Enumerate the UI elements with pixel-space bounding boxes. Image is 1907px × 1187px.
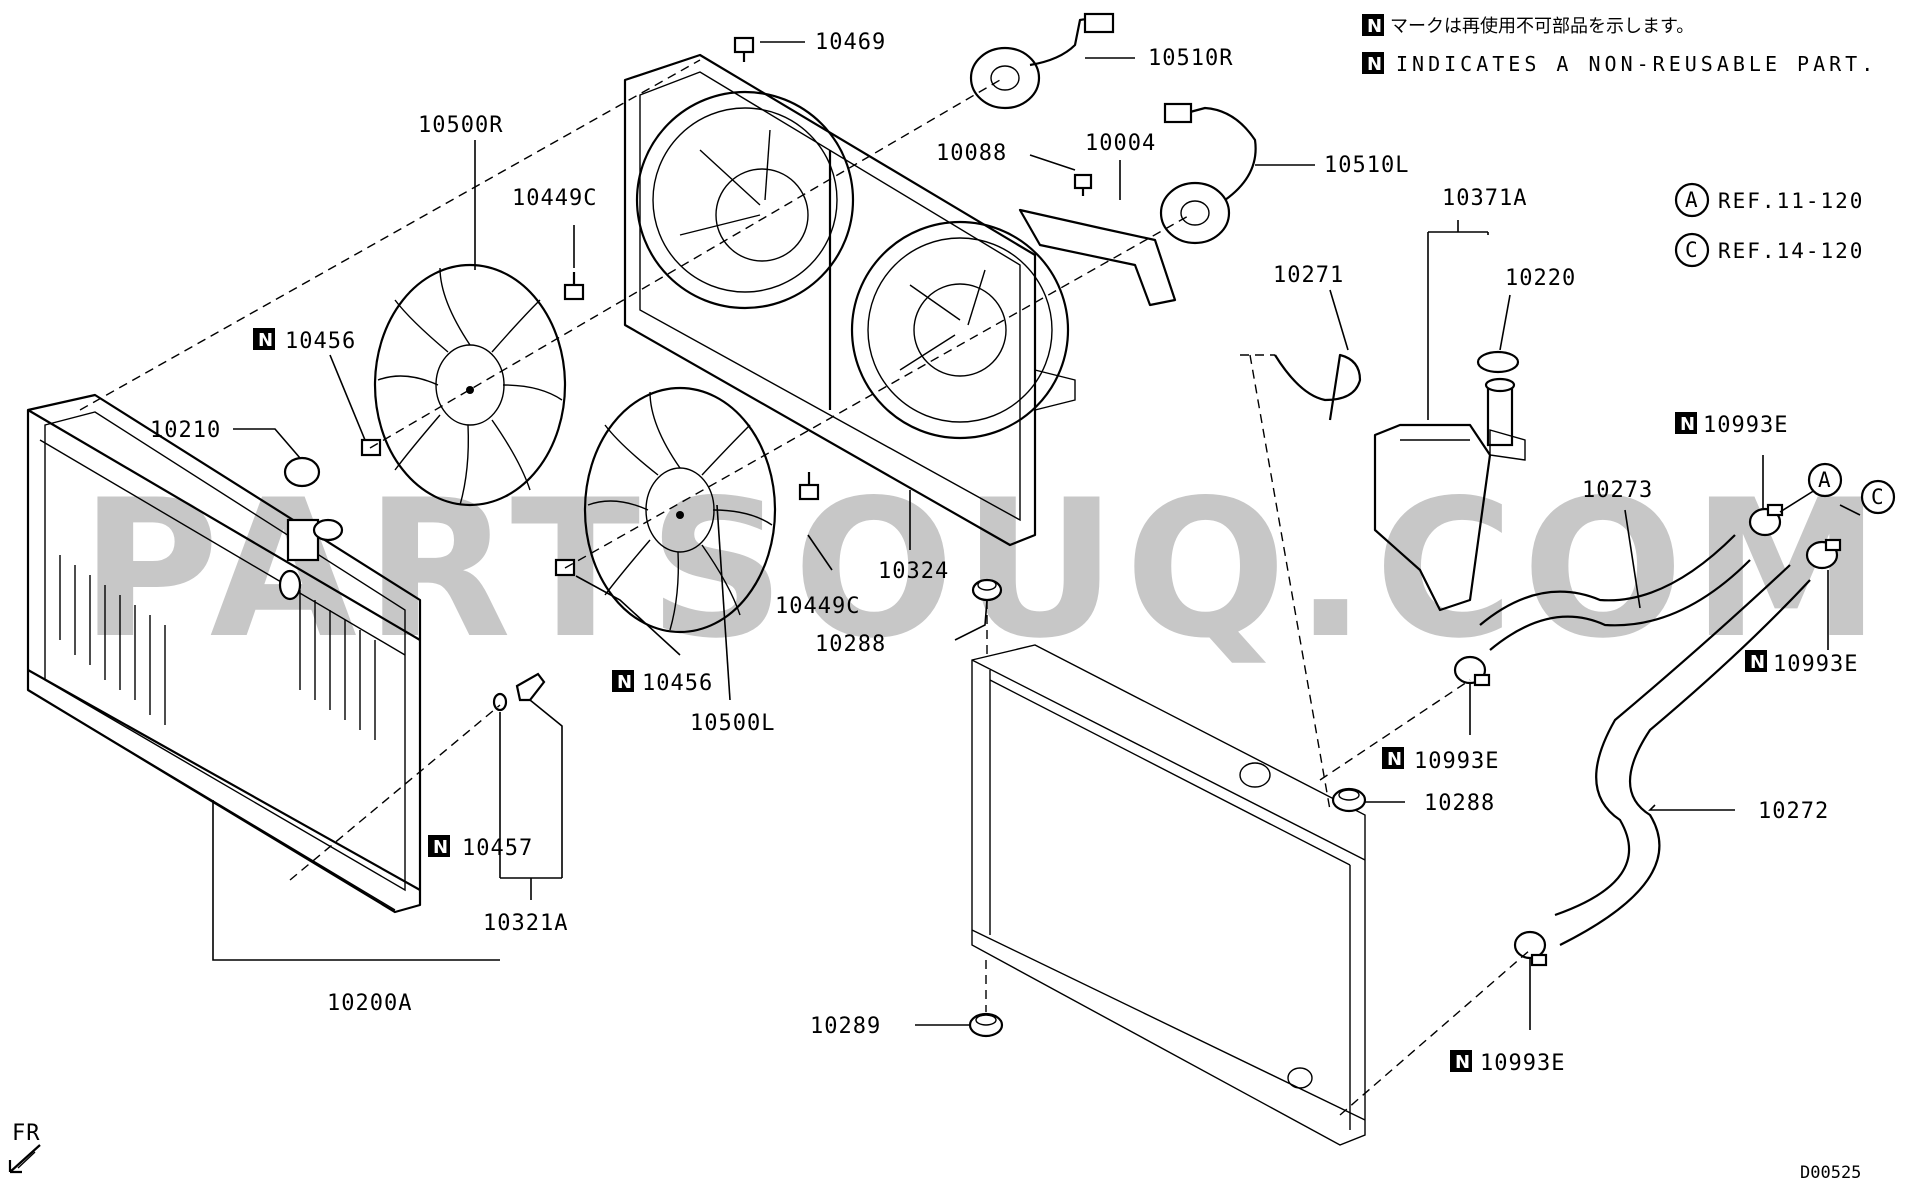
drain-plug: [492, 672, 546, 712]
legend-note-jp: N マークは再使用不可部品を示します。: [1362, 14, 1694, 37]
badge-10456-b: N: [612, 670, 634, 693]
callout-c: C: [1860, 479, 1896, 515]
assembly-lines: [79, 59, 1531, 1116]
label-10220: 10220: [1505, 266, 1576, 291]
label-10510l: 10510L: [1324, 153, 1409, 178]
label-10324: 10324: [878, 559, 949, 584]
cooling-fan-right: [373, 263, 567, 507]
hose-clamp-b: [1805, 538, 1842, 570]
bolt-10088: [1073, 173, 1093, 196]
svg-text:C: C: [1871, 485, 1886, 509]
label-10993e-c: 10993E: [1414, 749, 1499, 774]
grommet-10288-b: [1331, 787, 1367, 813]
reference-a: A REF.11-120: [1674, 182, 1864, 218]
label-10456-b: 10456: [642, 671, 713, 696]
label-10500r: 10500R: [418, 113, 503, 138]
svg-text:A: A: [1818, 468, 1833, 492]
bolt-10449c-b: [798, 472, 820, 501]
svg-text:マークは再使用不可部品を示します。: マークは再使用不可部品を示します。: [1390, 16, 1694, 37]
fan-bracket: [1018, 208, 1177, 307]
svg-text:N: N: [1367, 16, 1382, 37]
label-10288-b: 10288: [1424, 791, 1495, 816]
label-10289: 10289: [810, 1014, 881, 1039]
badge-10456-a: N: [253, 328, 275, 351]
svg-text:N: N: [1455, 1052, 1470, 1073]
svg-text:REF.14-120: REF.14-120: [1718, 239, 1864, 263]
badge-10993e-d: N: [1450, 1050, 1472, 1073]
fan-motor-right: [969, 12, 1115, 110]
label-10510r: 10510R: [1148, 46, 1233, 71]
hose-clamp-c: [1453, 655, 1491, 687]
callout-a: A: [1807, 462, 1843, 498]
grommet-10289: [968, 1012, 1004, 1038]
label-10210: 10210: [150, 418, 221, 443]
reference-c: C REF.14-120: [1674, 232, 1864, 268]
front-direction-marker: FR: [8, 1121, 41, 1174]
leader-lines: [212, 41, 1861, 1030]
badge-10457: N: [428, 835, 450, 858]
label-10371a: 10371A: [1442, 186, 1527, 211]
svg-text:N: N: [433, 837, 448, 858]
label-10449c-a: 10449C: [512, 186, 597, 211]
hose-clamp-a: [1748, 503, 1784, 537]
grommet-10288-a: [971, 578, 1003, 602]
label-10288-a: 10288: [815, 632, 886, 657]
badge-10993e-c: N: [1382, 747, 1404, 770]
watermark: PARTSOUQ.COM: [80, 459, 1889, 680]
label-10449c-b: 10449C: [775, 594, 860, 619]
label-10993e-d: 10993E: [1480, 1051, 1565, 1076]
svg-text:N: N: [617, 672, 632, 693]
lower-hose-10272: [1554, 564, 1811, 946]
svg-text:N: N: [1387, 749, 1402, 770]
label-10004: 10004: [1085, 131, 1156, 156]
svg-text:N: N: [1750, 652, 1765, 673]
reserve-tank: [1373, 377, 1526, 612]
legend-note-en: N INDICATES A NON-REUSABLE PART.: [1362, 52, 1877, 76]
svg-text:N: N: [1680, 414, 1695, 435]
svg-text:N: N: [258, 330, 273, 351]
svg-text:N: N: [1367, 54, 1382, 75]
label-10457: 10457: [462, 836, 533, 861]
label-10273: 10273: [1582, 478, 1653, 503]
fan-motor-left: [1159, 102, 1257, 245]
label-10321a: 10321A: [483, 911, 568, 936]
label-10993e-b: 10993E: [1773, 652, 1858, 677]
label-10271: 10271: [1273, 263, 1344, 288]
diagram-code: D00525: [1800, 1163, 1861, 1183]
svg-text:REF.11-120: REF.11-120: [1718, 189, 1864, 213]
bolt-10449c-a: [563, 272, 585, 301]
radiator-assembly-left: [26, 393, 422, 914]
svg-text:C: C: [1685, 238, 1700, 262]
radiator-assembly-right: [971, 644, 1366, 1146]
badge-10993e-a: N: [1675, 412, 1697, 435]
upper-hose-10273: [1479, 534, 1751, 651]
reserve-tank-cap: [1476, 350, 1520, 374]
bolt-10469: [733, 36, 755, 62]
svg-text:FR: FR: [12, 1121, 41, 1146]
label-10272: 10272: [1758, 799, 1829, 824]
label-10200a: 10200A: [327, 991, 412, 1016]
svg-text:INDICATES A NON-REUSABLE PART.: INDICATES A NON-REUSABLE PART.: [1396, 52, 1877, 76]
label-10500l: 10500L: [690, 711, 775, 736]
radiator-cap: [283, 456, 321, 488]
cooling-fan-left: [583, 386, 777, 634]
label-10456-a: 10456: [285, 329, 356, 354]
overflow-hose: [1274, 353, 1362, 421]
label-10993e-a: 10993E: [1703, 413, 1788, 438]
badge-10993e-b: N: [1745, 650, 1767, 673]
fan-shroud: [623, 53, 1076, 547]
label-10088: 10088: [936, 141, 1007, 166]
label-10469: 10469: [815, 30, 886, 55]
svg-text:A: A: [1685, 188, 1700, 212]
